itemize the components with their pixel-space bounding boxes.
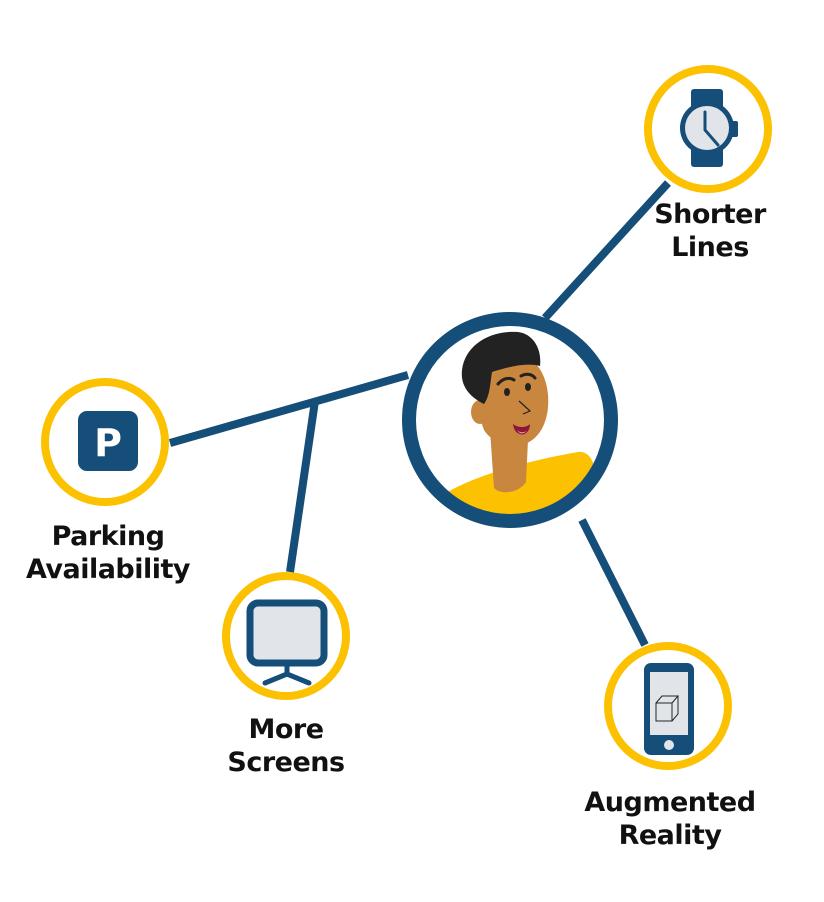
label-shorter-lines: Shorter Lines (654, 199, 766, 263)
node-augmented-reality (604, 642, 732, 770)
connector-more-screens (286, 400, 319, 573)
label-parking-availability: Parking Availability (25, 521, 191, 585)
watch-icon (680, 89, 738, 167)
smartphone-ar-cube-icon (644, 663, 694, 755)
node-more-screens (222, 572, 350, 700)
monitor-icon (246, 599, 328, 686)
connectors (168, 180, 671, 647)
connector-shorter-lines (542, 180, 671, 321)
parking-icon-glyph: P (94, 421, 122, 465)
node-shorter-lines (644, 65, 772, 193)
label-augmented-reality: Augmented Reality (584, 787, 756, 851)
label-more-screens: More Screens (227, 714, 345, 778)
connector-augmented-reality (578, 518, 649, 647)
hub-person-avatar (402, 312, 618, 528)
parking-icon: P (78, 411, 138, 471)
connector-parking-availability (168, 371, 410, 447)
node-parking-availability: P (41, 378, 169, 506)
